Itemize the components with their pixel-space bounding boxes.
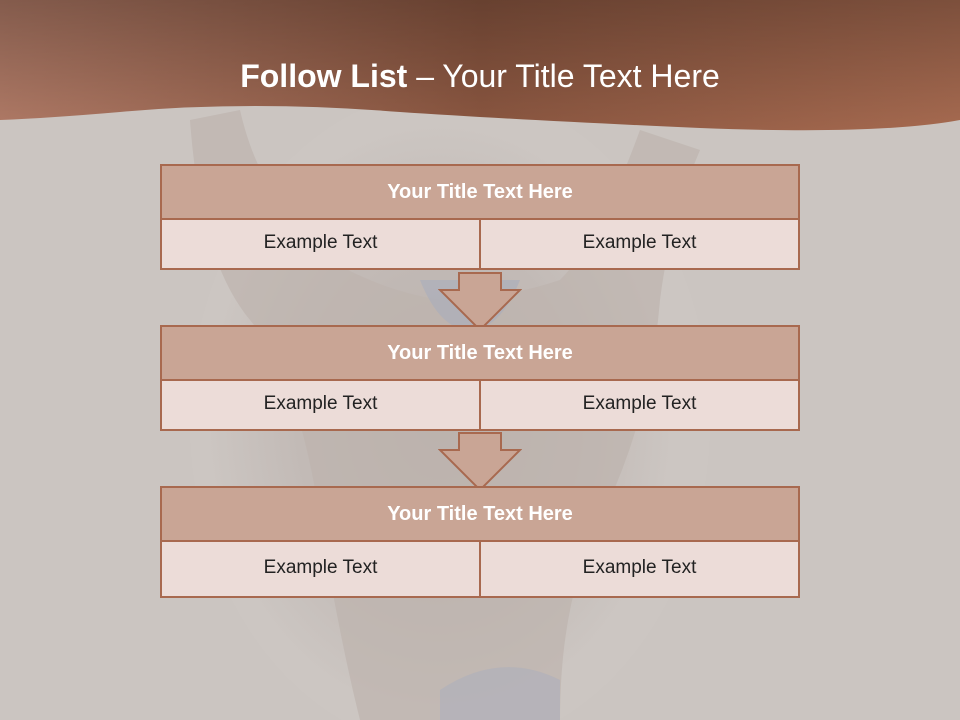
down-arrow-icon: [438, 272, 522, 332]
step-right-text: Example Text: [480, 542, 800, 598]
step-block-1: Your Title Text Here Example Text Exampl…: [160, 164, 800, 270]
step-left-text: Example Text: [160, 542, 480, 598]
step-block-2: Your Title Text Here Example Text Exampl…: [160, 325, 800, 431]
step-left-text: Example Text: [160, 220, 480, 270]
step-title: Your Title Text Here: [160, 325, 800, 381]
slide-title-sub: – Your Title Text Here: [407, 58, 720, 94]
step-row: Example Text Example Text: [160, 542, 800, 598]
slide-title-main: Follow List: [240, 58, 408, 94]
step-title: Your Title Text Here: [160, 486, 800, 542]
step-title: Your Title Text Here: [160, 164, 800, 220]
step-row: Example Text Example Text: [160, 381, 800, 431]
step-right-text: Example Text: [480, 220, 800, 270]
header-band: [0, 0, 960, 131]
slide-title: Follow List – Your Title Text Here: [0, 52, 960, 100]
step-block-3: Your Title Text Here Example Text Exampl…: [160, 486, 800, 598]
step-row: Example Text Example Text: [160, 220, 800, 270]
step-left-text: Example Text: [160, 381, 480, 431]
down-arrow-icon: [438, 432, 522, 492]
step-right-text: Example Text: [480, 381, 800, 431]
